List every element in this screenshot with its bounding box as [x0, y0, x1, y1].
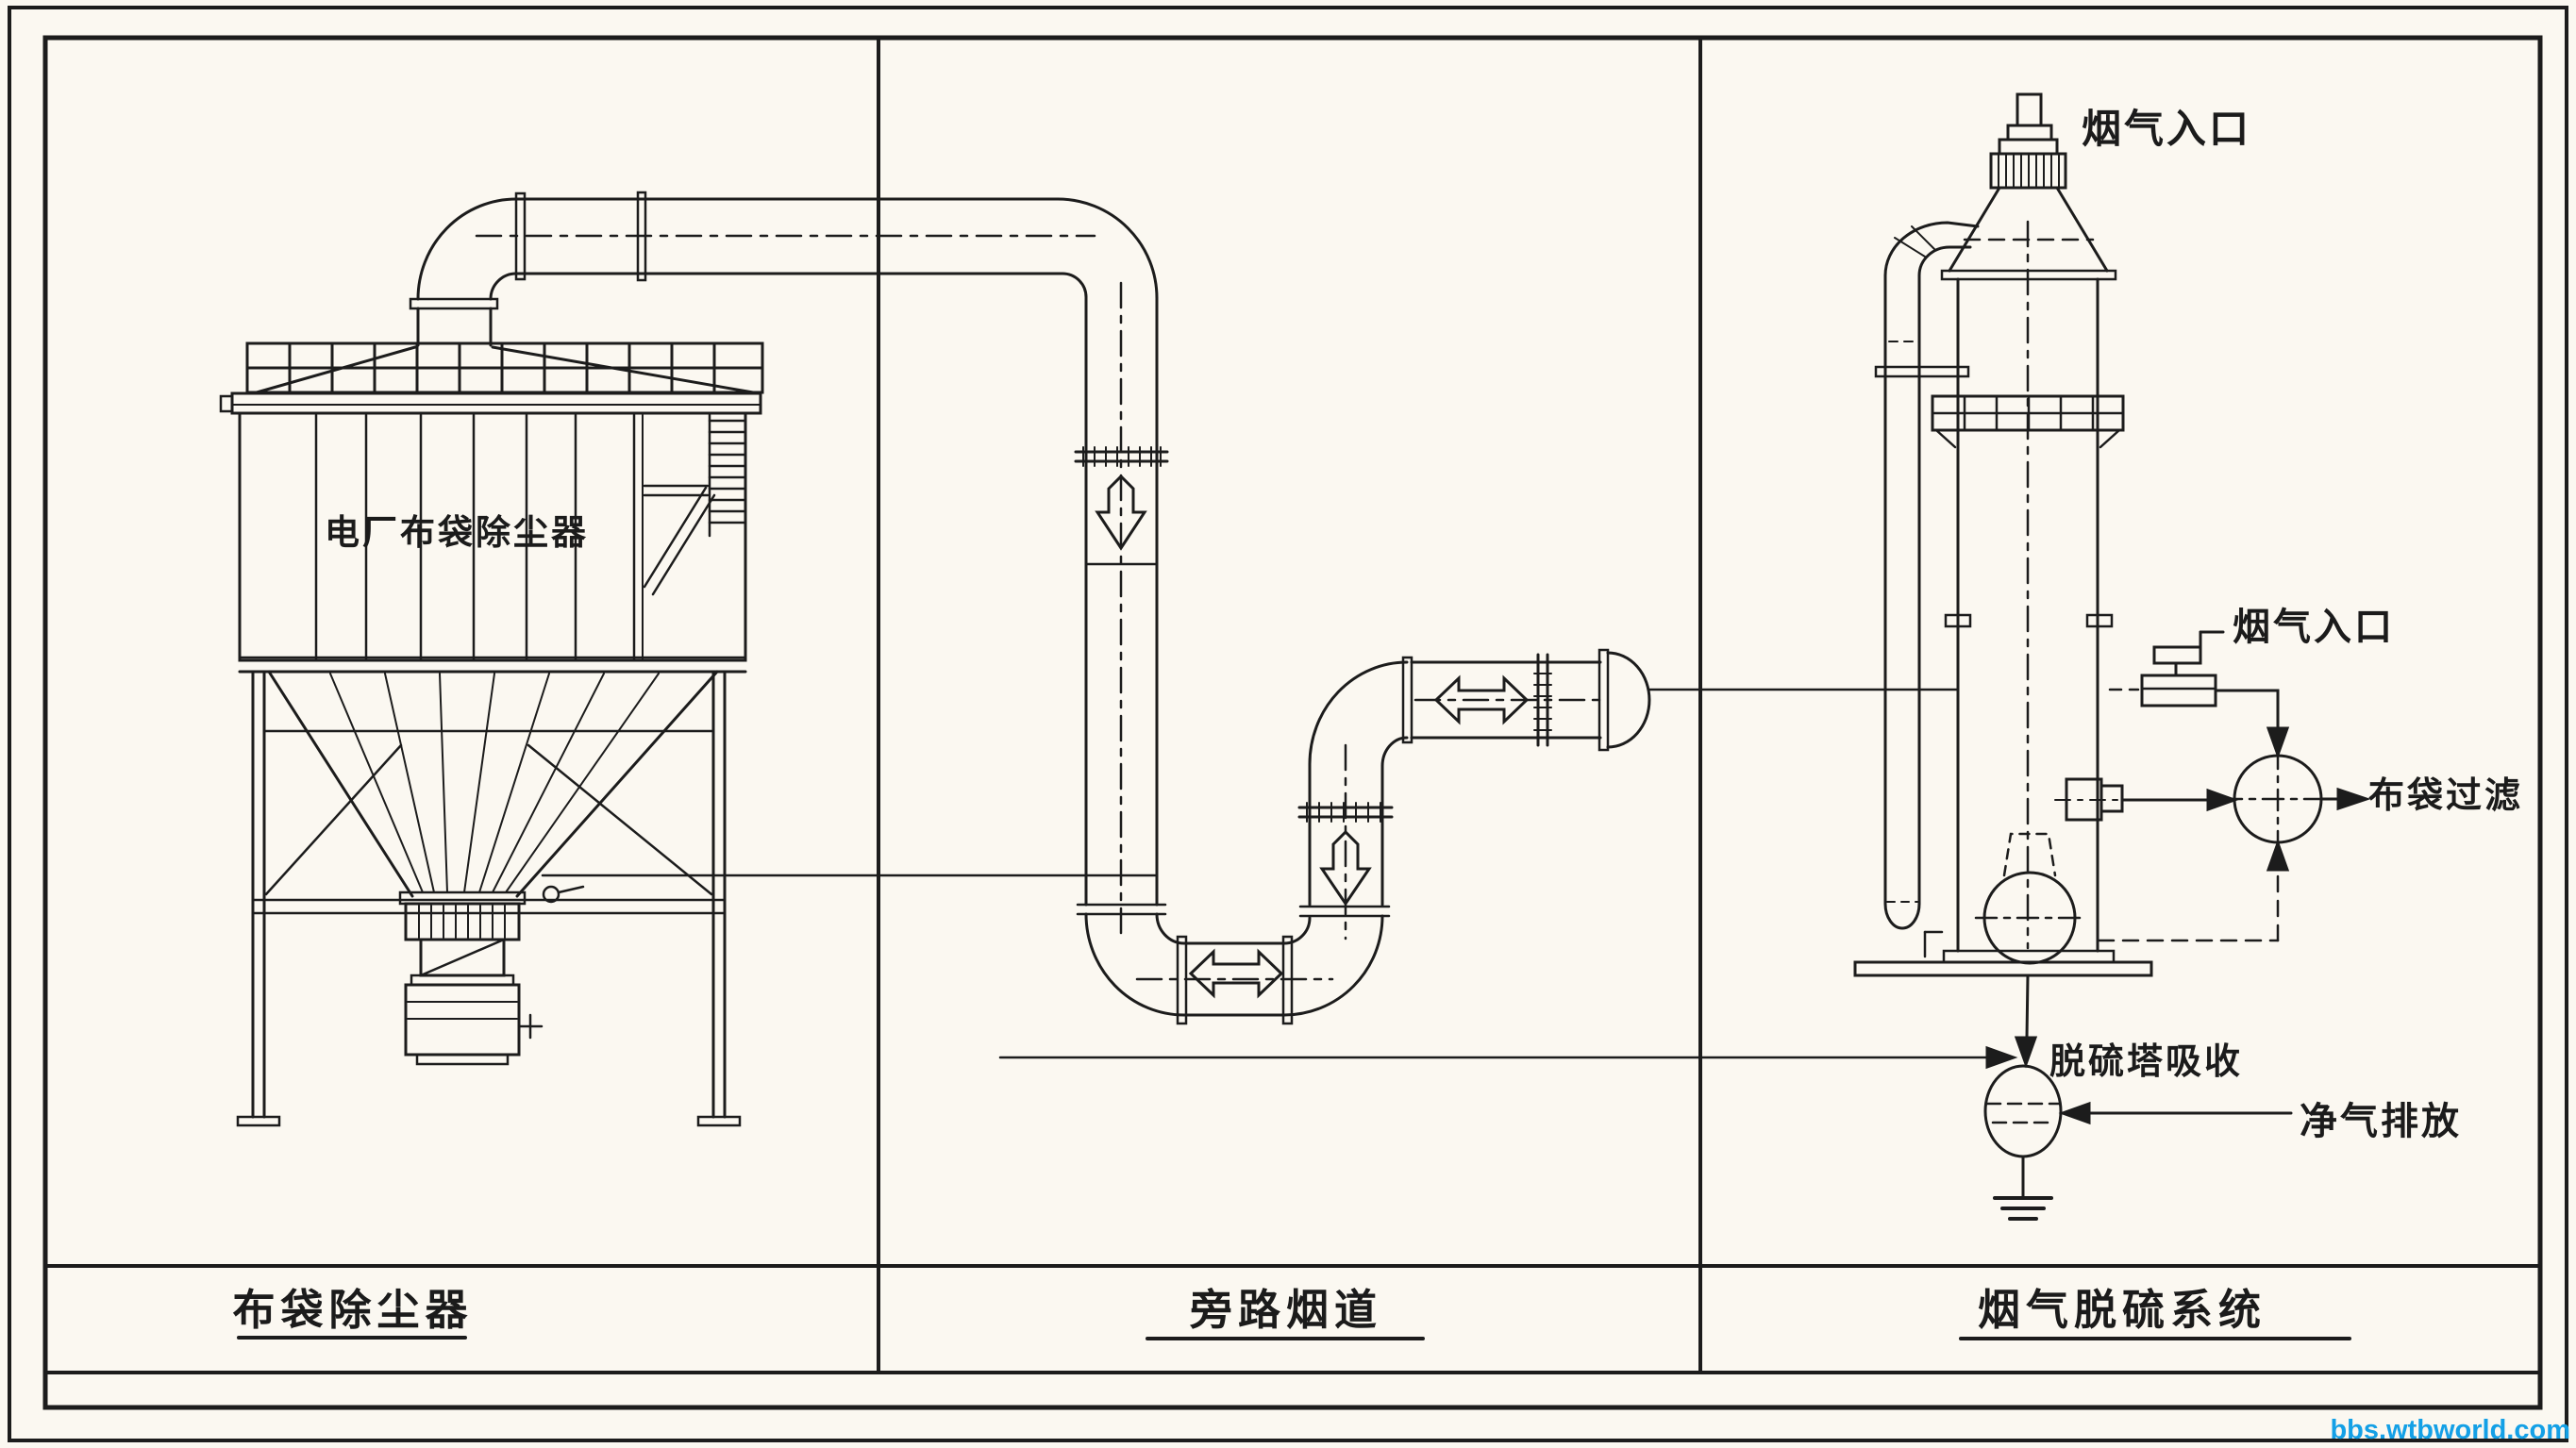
bypass-outlet-duct — [1401, 648, 2140, 752]
ground-symbol — [1993, 1196, 2053, 1221]
bypass-rise-duct — [1297, 660, 1409, 940]
flow-down-arrow — [1095, 474, 1147, 551]
arrowhead-up — [2266, 839, 2290, 872]
drawing-frame — [8, 6, 2568, 1442]
baghouse-side-ladder — [643, 413, 747, 596]
baghouse-unit-label: 电厂布袋除尘器 — [325, 513, 589, 552]
arrowhead-right — [1985, 1045, 2018, 1070]
section-label-bypass: 旁路烟道 — [1189, 1286, 1383, 1334]
inlet-damper-valve — [2140, 630, 2225, 707]
flow-double-arrow — [1188, 948, 1284, 999]
section-label-baghouse: 布袋除尘器 — [232, 1286, 474, 1334]
bypass-down-duct — [1074, 281, 1169, 940]
baghouse-support-legs — [236, 670, 742, 1127]
arrowhead-right — [2336, 787, 2371, 811]
top-horizontal-duct — [475, 191, 1159, 300]
arrowhead-down — [2014, 1036, 2038, 1069]
flue-gas-inlet-mid-label: 烟气入口 — [2233, 607, 2395, 648]
tower-stack — [1989, 92, 2067, 190]
absorber-label: 脱硫塔吸收 — [2049, 1042, 2244, 1082]
bypass-u-bend — [1076, 903, 1391, 1025]
watermark-text: bbs.wtbworld.com — [2330, 1415, 2570, 1445]
duct-dished-head — [1606, 651, 1651, 749]
tower-platform — [1931, 394, 2125, 449]
section-label-fgd: 烟气脱硫系统 — [1977, 1286, 2267, 1334]
tower-recirculation-pump — [1853, 832, 2153, 977]
tower-side-pipe — [1874, 221, 1980, 930]
flow-double-arrow — [1433, 674, 1530, 725]
clean-gas-label: 净气排放 — [2300, 1101, 2462, 1142]
flow-schematic — [998, 630, 2371, 1221]
arrowhead-down — [2266, 726, 2290, 759]
flue-gas-inlet-top-label: 烟气入口 — [2082, 107, 2252, 151]
outlet-duct-riser — [409, 197, 518, 347]
baghouse-deck — [219, 391, 762, 415]
baghouse-hopper — [267, 670, 719, 904]
flow-down-arrow — [1319, 829, 1372, 907]
baghouse-roof-railing — [245, 341, 764, 394]
tower-body — [1944, 220, 2114, 953]
bag-filter-label: 布袋过滤 — [2368, 776, 2524, 816]
baghouse-body — [238, 411, 747, 674]
baghouse-discharge-valve — [398, 890, 544, 1066]
arrowhead-left — [2058, 1101, 2091, 1125]
